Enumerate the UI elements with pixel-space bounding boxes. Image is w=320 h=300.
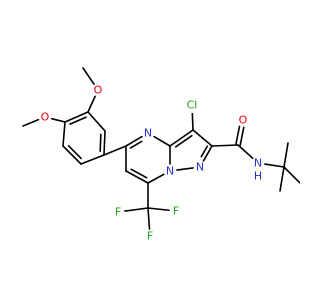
atom-n-bridge: N (166, 165, 174, 178)
atom-n-pyrimidine: N (144, 127, 152, 140)
bond-om1-c1 (87, 95, 96, 113)
atom-bg-n-pyrimidine (142, 127, 154, 139)
atom-bg-nh-amide (252, 157, 264, 169)
bond-cq-me3 (279, 166, 285, 192)
bond-n2-n1 (176, 167, 194, 171)
atom-bg-f-right (170, 205, 182, 217)
atom-f-mid: F (147, 230, 153, 243)
atom-cl: Cl (187, 99, 198, 112)
atom-bg-o-methoxy-top (92, 84, 104, 96)
atom-o-carbonyl: O (239, 114, 248, 127)
bond-c7-c6-inner (130, 168, 148, 179)
bond-c4-c5 (62, 145, 82, 165)
bond-c3-c5 (103, 145, 127, 156)
bond-c2-ccarb (211, 144, 239, 147)
bond-n_am-cq (264, 163, 285, 168)
bond-cm1-om1 (82, 67, 95, 86)
atom-bg-o-methoxy-left (39, 111, 51, 123)
bond-c3a-c3-inner (174, 134, 193, 148)
atom-bg-cl (184, 97, 200, 113)
bond-c3-c2 (192, 129, 213, 147)
bond-cm2-om2 (22, 118, 40, 127)
bond-c5-n4-inner (129, 140, 143, 149)
bond-c2-c3-inner (99, 133, 102, 153)
bonds (22, 67, 300, 230)
bond-cf3-f1 (124, 207, 149, 212)
bond-c3a-c3 (169, 129, 194, 147)
bond-ccarb-oc (239, 126, 245, 147)
bond-c4-c5-inner (67, 145, 82, 160)
atom-h-amide: H (254, 170, 262, 183)
atom-o-methoxy-left: O (41, 111, 50, 124)
atom-nh-amide: N (254, 157, 262, 170)
bond-n1-c7 (147, 173, 165, 184)
atom-bg-n-pyrazole (194, 161, 206, 173)
bond-ccarb-oc-2 (235, 125, 241, 146)
bond-c3-cl (191, 111, 194, 131)
bond-c2-c3 (103, 130, 106, 156)
bond-cq-me1 (283, 142, 289, 168)
atom-bg-f-mid (144, 230, 156, 242)
bond-c7-c6 (125, 170, 149, 184)
atom-n-pyrazole: N (196, 161, 204, 174)
atom-bg-n-bridge (164, 165, 176, 177)
bond-c5-c6 (62, 121, 66, 147)
bond-c6-c1-inner (69, 116, 87, 125)
atom-bg-o-carbonyl (237, 114, 249, 126)
atom-f-right: F (173, 205, 179, 218)
bond-c3-c4 (80, 154, 105, 165)
bond-cf3-f2 (147, 207, 151, 230)
atom-o-methoxy-top: O (94, 84, 103, 97)
bond-cf3-f3 (147, 207, 170, 212)
bond-ccarb-n_am (237, 144, 254, 160)
atom-bg-f-left (112, 206, 124, 218)
bond-cq-me2 (283, 166, 300, 185)
bond-om2-c6 (50, 117, 66, 123)
bond-c2-n2 (202, 145, 213, 162)
bond-c6-c1 (64, 111, 89, 123)
bond-c1-c2 (87, 111, 106, 132)
atom-f-left: F (115, 206, 121, 219)
bond-n4-c3a (153, 135, 171, 147)
bond-c2-n2-inner (200, 145, 209, 158)
bond-c5-n4 (125, 135, 143, 147)
